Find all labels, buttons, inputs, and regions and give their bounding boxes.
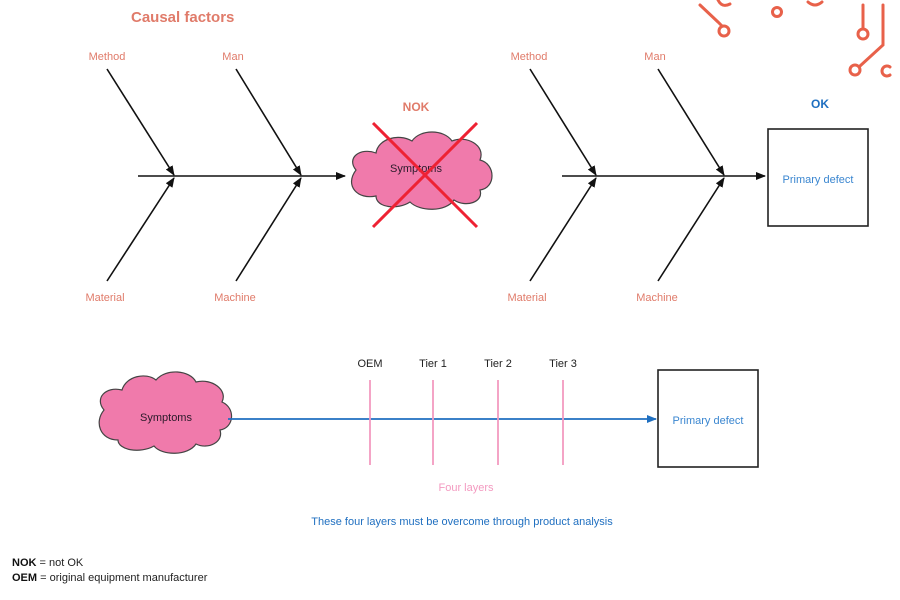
cause-machine-label: Machine bbox=[636, 292, 678, 304]
legend-sep: = bbox=[37, 572, 50, 584]
legend-abbr: NOK bbox=[12, 557, 37, 569]
status-ok-label: OK bbox=[811, 97, 829, 111]
title-causal-factors: Causal factors bbox=[131, 9, 234, 26]
cause-method-label: Method bbox=[89, 51, 126, 63]
cause-method-label: Method bbox=[511, 51, 548, 63]
layer-label-tier1: Tier 1 bbox=[419, 358, 447, 370]
cause-man-label: Man bbox=[644, 51, 665, 63]
cause-material-label: Material bbox=[85, 292, 124, 304]
cause-material-label: Material bbox=[507, 292, 546, 304]
primary-defect-label: Primary defect bbox=[673, 415, 744, 427]
bone-method-left bbox=[106, 68, 175, 176]
circuit-decoration-icon bbox=[698, 0, 892, 78]
cause-machine-label: Machine bbox=[214, 292, 256, 304]
bone-method-right bbox=[529, 68, 597, 176]
bone-man-right bbox=[657, 68, 725, 176]
legend-item: NOK = not OK bbox=[12, 556, 207, 571]
symptoms-cloud bbox=[98, 371, 233, 454]
bone-man-left bbox=[235, 68, 302, 176]
layer-label-tier3: Tier 3 bbox=[549, 358, 577, 370]
cross-out-icon bbox=[371, 121, 479, 229]
symptoms-cloud-crossed: Symptoms bbox=[350, 121, 493, 229]
primary-defect-label: Primary defect bbox=[783, 174, 854, 186]
layer-markers: OEM Tier 1 Tier 2 Tier 3 bbox=[357, 358, 577, 465]
bone-machine-right bbox=[657, 177, 725, 282]
fishbone-left: Method Man Material Machine NOK Symptoms bbox=[85, 51, 493, 304]
cause-man-label: Man bbox=[222, 51, 243, 63]
layer-label-oem: OEM bbox=[357, 358, 382, 370]
layer-label-tier2: Tier 2 bbox=[484, 358, 512, 370]
bone-machine-left bbox=[235, 177, 302, 282]
analysis-caption: These four layers must be overcome throu… bbox=[311, 516, 613, 528]
legend-abbr: OEM bbox=[12, 572, 38, 584]
legend-meaning: original equipment manufacturer bbox=[49, 572, 208, 584]
bone-material-left bbox=[106, 177, 175, 282]
bone-material-right bbox=[529, 177, 597, 282]
abbreviation-legend: NOK = not OK OEM = original equipment ma… bbox=[12, 556, 207, 586]
fishbone-right: Method Man Material Machine OK Primary d… bbox=[507, 51, 869, 304]
four-layers-caption: Four layers bbox=[438, 482, 494, 494]
symptoms-label: Symptoms bbox=[140, 412, 192, 424]
legend-meaning: not OK bbox=[49, 557, 84, 569]
primary-defect-box bbox=[767, 128, 869, 227]
layers-diagram: Symptoms OEM Tier 1 Tier 2 Tier 3 Primar… bbox=[98, 358, 759, 528]
primary-defect-box bbox=[657, 369, 759, 468]
legend-item: OEM = original equipment manufacturer bbox=[12, 571, 207, 586]
status-nok-label: NOK bbox=[403, 100, 430, 114]
legend-sep: = bbox=[36, 557, 49, 569]
